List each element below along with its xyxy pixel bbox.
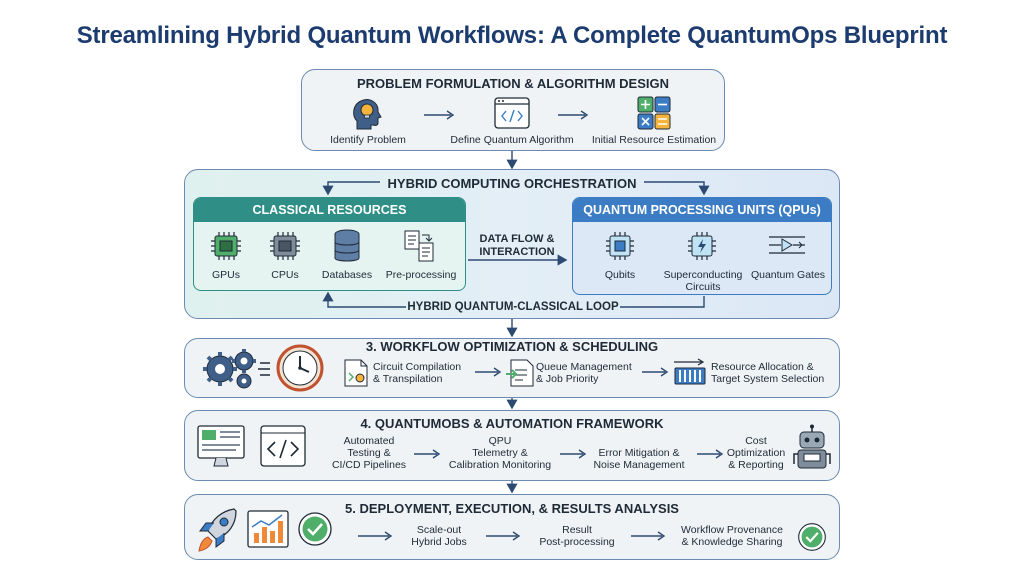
arrow-right-icon <box>357 531 393 541</box>
step-identify-problem: Identify Problem <box>330 134 406 146</box>
gpu-icon <box>210 231 242 261</box>
superconducting-chip-icon <box>687 231 717 261</box>
rocket-icon <box>196 507 238 553</box>
section1-heading: PROBLEM FORMULATION & ALGORITHM DESIGN <box>357 76 669 91</box>
calculator-icon <box>637 96 671 130</box>
section3-heading: 3. WORKFLOW OPTIMIZATION & SCHEDULING <box>365 339 659 354</box>
qubit-chip-icon <box>605 231 635 261</box>
qpu-item-qubits: Qubits <box>604 269 636 281</box>
step-define-algorithm: Define Quantum Algorithm <box>450 134 574 146</box>
arrow-right-icon <box>423 110 455 120</box>
code-editor-icon <box>259 424 307 468</box>
step-post-processing-text: Result Post-processing <box>539 524 615 548</box>
step-cost-optimization-text: Cost Optimization & Reporting <box>726 435 786 471</box>
robot-icon <box>792 424 832 472</box>
arrow-right-icon <box>630 531 666 541</box>
classical-item-preprocessing: Pre-processing <box>385 269 457 281</box>
step-qpu-telemetry: QPU Telemetry & Calibration Monitoring <box>438 435 562 471</box>
quantum-gate-icon <box>767 233 807 257</box>
step-error-mitigation: Error Mitigation & Noise Management <box>584 447 694 471</box>
qpu-item-superconducting-text: Superconducting Circuits <box>663 269 743 293</box>
arrow-right-icon <box>559 449 587 459</box>
section-deployment <box>184 494 840 560</box>
classical-item-gpus: GPUs <box>211 269 240 281</box>
step-resource-allocation-text: Resource Allocation & Target System Sele… <box>711 361 825 385</box>
step-queue-management: Queue Management & Job Priority <box>536 361 646 385</box>
step-qpu-telemetry-text: QPU Telemetry & Calibration Monitoring <box>448 435 552 471</box>
qpu-item-superconducting: Superconducting Circuits <box>655 269 751 293</box>
head-lightbulb-icon <box>349 95 383 131</box>
classical-item-databases: Databases <box>321 269 373 281</box>
step-scale-out-text: Scale-out Hybrid Jobs <box>411 524 467 548</box>
code-window-icon <box>494 97 530 129</box>
arrow-right-icon <box>413 449 441 459</box>
database-icon <box>333 229 361 263</box>
step-queue-management-text: Queue Management & Job Priority <box>536 361 632 385</box>
arrow-right-icon <box>696 449 724 459</box>
arrow-right-icon <box>485 531 521 541</box>
step-provenance-text: Workflow Provenance & Knowledge Sharing <box>681 524 783 548</box>
step-post-processing: Result Post-processing <box>522 524 632 548</box>
arrow-right-icon <box>557 110 589 120</box>
step-circuit-compilation-text: Circuit Compilation & Transpilation <box>373 361 462 385</box>
qpu-item-gates: Quantum Gates <box>750 269 826 281</box>
section4-heading: 4. QUANTUMOBS & AUTOMATION FRAMEWORK <box>360 416 664 431</box>
arrow-right-icon <box>641 367 669 377</box>
checkmark-icon <box>797 522 827 552</box>
document-transfer-icon <box>403 229 437 263</box>
section2-heading: HYBRID COMPUTING ORCHESTRATION <box>387 176 637 191</box>
page-title: Streamlining Hybrid Quantum Workflows: A… <box>76 22 948 49</box>
compile-document-icon <box>343 358 371 388</box>
step-provenance: Workflow Provenance & Knowledge Sharing <box>670 524 794 548</box>
bar-chart-icon <box>246 509 290 549</box>
step-automated-testing: Automated Testing & CI/CD Pipelines <box>316 435 422 471</box>
cpu-icon <box>269 231 301 261</box>
step-error-mitigation-text: Error Mitigation & Noise Management <box>593 447 685 471</box>
step-resource-estimation: Initial Resource Estimation <box>591 134 717 146</box>
checkmark-icon <box>297 511 333 547</box>
monitor-icon <box>196 424 246 470</box>
step-circuit-compilation: Circuit Compilation & Transpilation <box>373 361 473 385</box>
step-automated-testing-text: Automated Testing & CI/CD Pipelines <box>331 435 407 471</box>
hybrid-loop-label: HYBRID QUANTUM-CLASSICAL LOOP <box>407 301 619 313</box>
step-cost-optimization: Cost Optimization & Reporting <box>719 435 793 471</box>
classical-heading: CLASSICAL RESOURCES <box>194 198 465 222</box>
qpu-heading: QUANTUM PROCESSING UNITS (QPUs) <box>573 198 831 222</box>
arrow-right-icon <box>474 367 502 377</box>
queue-document-icon <box>505 358 535 388</box>
step-resource-allocation: Resource Allocation & Target System Sele… <box>711 361 835 385</box>
data-flow-label: DATA FLOW & INTERACTION <box>469 233 565 259</box>
classical-item-cpus: CPUs <box>271 269 299 281</box>
server-rack-icon <box>672 358 708 386</box>
section5-heading: 5. DEPLOYMENT, EXECUTION, & RESULTS ANAL… <box>345 501 679 516</box>
gears-clock-icon <box>200 343 330 393</box>
step-scale-out: Scale-out Hybrid Jobs <box>396 524 482 548</box>
data-flow-text: DATA FLOW & INTERACTION <box>479 233 555 258</box>
